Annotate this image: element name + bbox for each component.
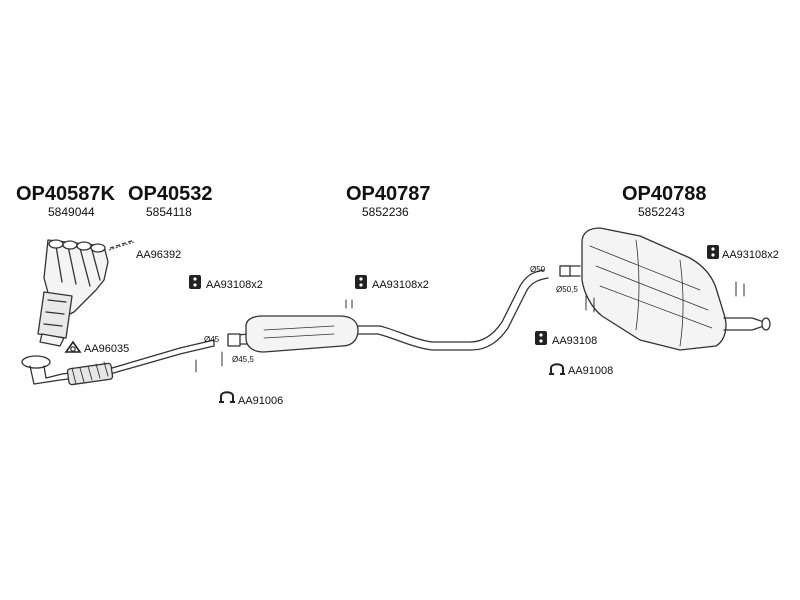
dimension-d45: Ø45 — [204, 335, 220, 344]
accessory-label-gasket-manifold: AA96392 — [136, 249, 182, 261]
accessory-label-rubber-mount-middle: AA93108x2 — [372, 279, 429, 291]
exhaust-manifold-drawing — [37, 239, 109, 347]
accessory-label-clamp-rear: AA91008 — [568, 365, 614, 377]
clamp-icon — [219, 391, 235, 403]
part-number-middle-silencer: OP40787 — [346, 183, 431, 205]
oe-number-middle-silencer: 5852236 — [362, 205, 409, 219]
rubber-mount-icon — [535, 331, 547, 345]
clamp-icon — [549, 363, 565, 375]
part-number-manifold: OP40587K — [16, 183, 115, 205]
accessory-label-rubber-mount-front: AA93108x2 — [206, 279, 263, 291]
rear-silencer-drawing — [559, 227, 771, 351]
middle-silencer-drawing — [227, 269, 549, 353]
part-number-front-pipe: OP40532 — [128, 183, 213, 205]
hangers — [195, 281, 745, 373]
dimension-d45-5: Ø45,5 — [232, 355, 254, 364]
gasket-strip-icon — [108, 240, 135, 251]
accessory-label-rubber-mount-rear-top: AA93108x2 — [722, 249, 779, 261]
accessory-label-clamp-front: AA91006 — [238, 395, 284, 407]
oe-number-manifold: 5849044 — [48, 205, 95, 219]
rubber-mount-icon — [189, 275, 201, 289]
oe-number-rear-silencer: 5852243 — [638, 205, 685, 219]
rubber-mount-icon — [707, 245, 719, 259]
dimension-d50-5: Ø50,5 — [556, 285, 578, 294]
rubber-mount-icon — [355, 275, 367, 289]
front-pipe-drawing — [21, 339, 215, 386]
dimension-d50: Ø50 — [530, 265, 546, 274]
oe-number-front-pipe: 5854118 — [146, 205, 192, 219]
accessory-label-gasket-ring: AA96035 — [84, 343, 130, 355]
part-number-rear-silencer: OP40788 — [622, 183, 707, 205]
accessory-label-rubber-mount-rear: AA93108 — [552, 335, 598, 347]
gasket-ring-icon — [64, 340, 82, 353]
